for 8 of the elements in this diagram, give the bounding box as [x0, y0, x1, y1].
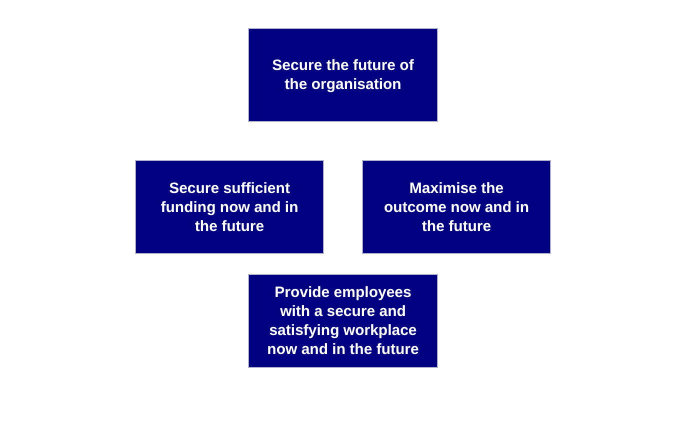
- goal-text: Maximise the outcome now and in the future: [383, 178, 530, 236]
- goal-text: Secure the future of the organisation: [271, 56, 415, 94]
- goal-text: Secure sufficient funding now and in the future: [160, 178, 300, 236]
- goal-box: [362, 160, 551, 254]
- goal-box: [135, 160, 324, 254]
- goal-box: [248, 274, 438, 368]
- goal-text: Provide employees with a secure and satisfying workplace now and in the future: [266, 283, 420, 359]
- goal-box: [248, 28, 438, 122]
